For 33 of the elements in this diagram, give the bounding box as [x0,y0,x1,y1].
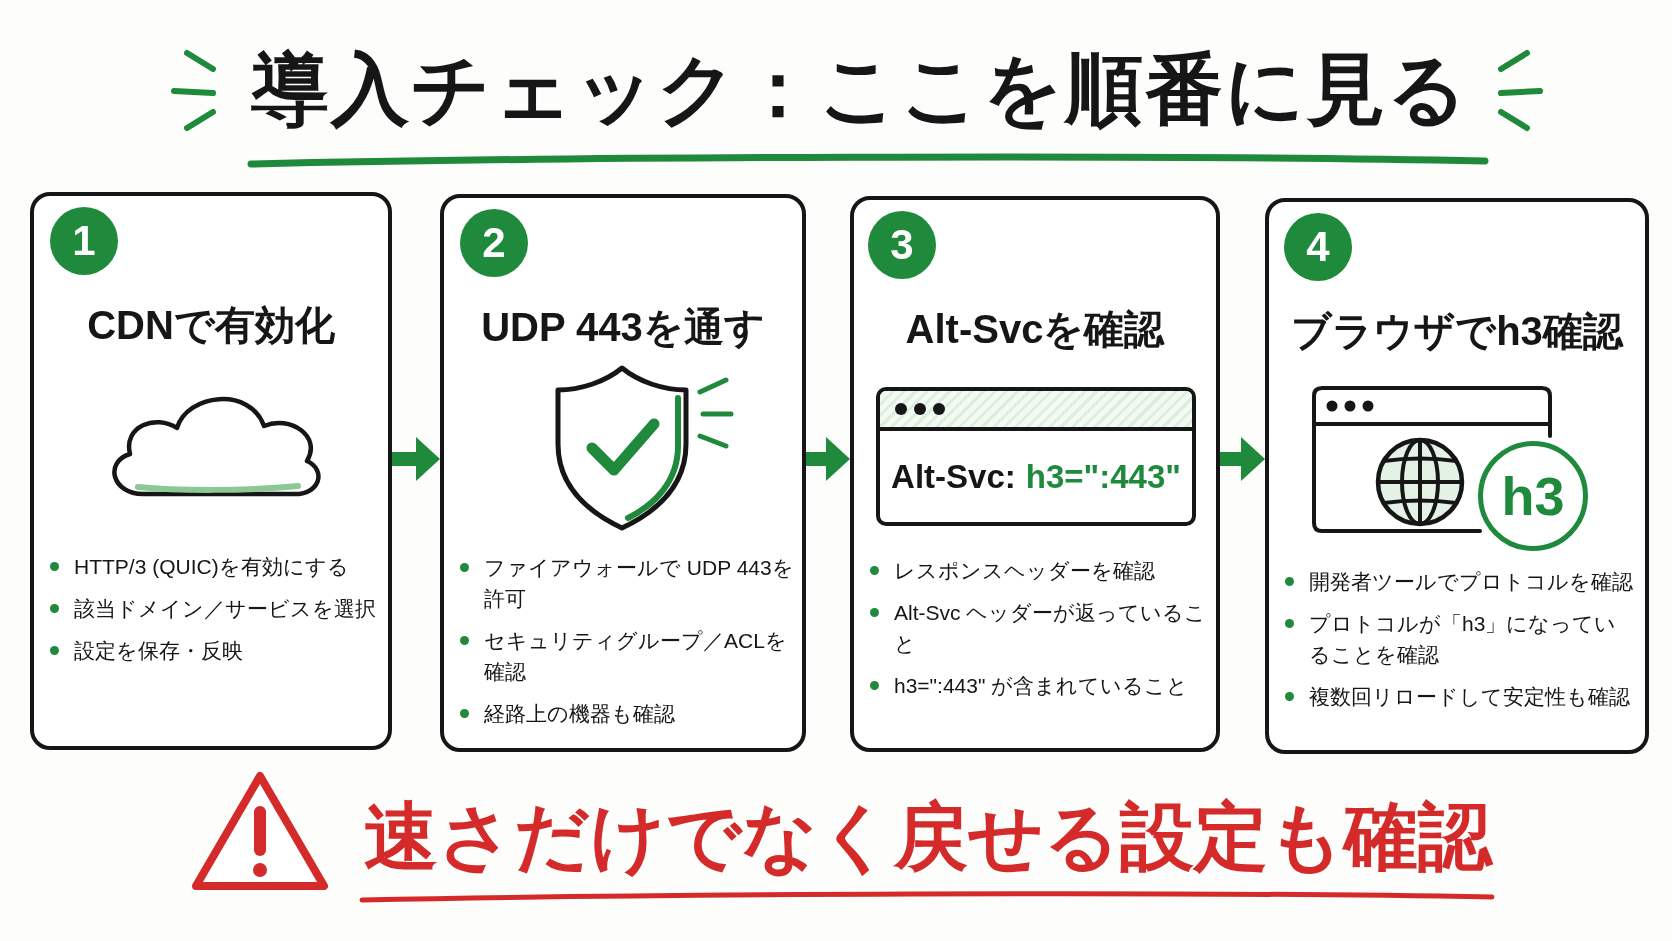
bullet-text: HTTP/3 (QUIC)を有効にする [74,554,349,580]
bullet-text: 経路上の機器も確認 [484,701,675,727]
bullet-text: ファイアウォールで UDP 443を許可 [484,555,794,612]
bullet-text: レスポンスヘッダーを確認 [894,558,1155,584]
step-card [1265,198,1649,754]
step-heading: Alt-Svcを確認 [905,306,1165,353]
step-heading: ブラウザでh3確認 [1291,308,1623,355]
bullet-text: 複数回リロードして安定性も確認 [1309,684,1630,710]
bullet-text: h3=":443" が含まれていること [894,673,1189,699]
header-name-text: Alt-Svc: [891,456,1016,497]
step-number: 1 [72,220,96,262]
bullet-text: セキュリティグループ／ACLを確認 [484,628,788,685]
step-card [30,192,392,750]
step-heading: CDNで有効化 [87,302,335,349]
title-text: 導入チェック：ここを順番に見る [251,47,1469,133]
step-number: 4 [1306,226,1330,268]
step-number: 2 [482,222,506,264]
bullet-text: 該当ドメイン／サービスを選択 [74,596,376,622]
arrow [806,437,850,481]
header-value-text: h3=":443" [1025,456,1181,497]
bullet-text: 設定を保存・反映 [74,638,243,664]
arrow [1220,437,1265,481]
badge-text: h3 [1501,469,1565,523]
step-card [850,196,1220,752]
bullet-text: プロトコルが「h3」になっていることを確認 [1309,611,1618,668]
browser-window [876,387,1196,526]
step-number: 3 [890,224,914,266]
step-card [440,194,806,752]
step-heading: UDP 443を通す [481,304,765,351]
bullet-text: 開発者ツールでプロトコルを確認 [1309,569,1633,595]
arrow [392,437,440,481]
warning-text: 速さだけでなく戻せる設定も確認 [364,794,1492,880]
bullet-text: Alt-Svc ヘッダーが返っていること [894,600,1208,657]
